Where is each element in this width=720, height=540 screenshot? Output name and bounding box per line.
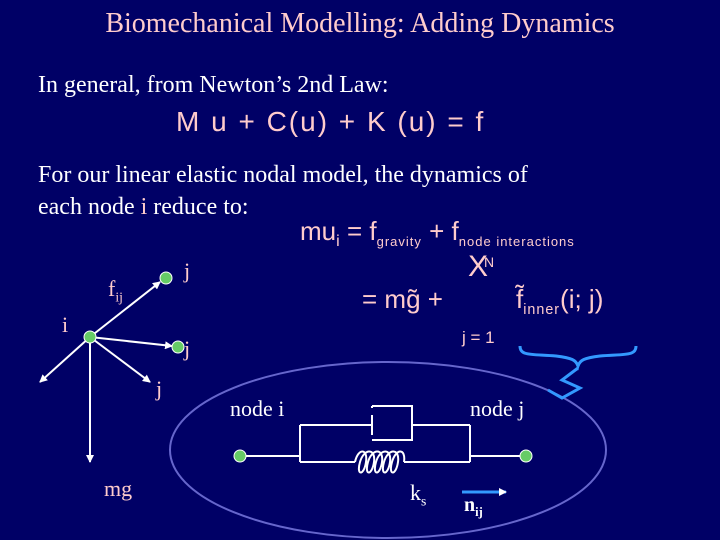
label-node-j-spring: node j — [470, 396, 525, 421]
label-fij-sub: ij — [115, 289, 123, 305]
force-arrow-down-right — [89, 336, 151, 383]
force-arrow-up — [89, 281, 161, 338]
body-line-2-b: reduce to: — [147, 194, 249, 220]
node-j-top-circle — [159, 271, 173, 285]
eq-sub-node-interactions: node interactions — [458, 234, 575, 250]
eq-f-tilde: f̃ — [516, 284, 524, 314]
label-nij-n: n — [464, 494, 476, 516]
spring-coil — [354, 450, 406, 474]
node-j-spring-circle — [519, 449, 533, 463]
intro-text: In general, from Newton’s 2nd Law: — [38, 72, 389, 98]
eq-f2: f — [451, 216, 459, 246]
dashpot-cylinder — [371, 405, 470, 441]
label-node-i: i — [62, 312, 69, 337]
eq-sub-inner: inner — [523, 302, 561, 319]
label-j-bottom: j — [156, 376, 163, 401]
eq-plus: + — [429, 216, 445, 246]
body-line-2-i: i — [140, 194, 148, 220]
label-j-mid: j — [184, 336, 191, 361]
label-fij-f: f — [108, 276, 116, 301]
node-i-spring-circle — [233, 449, 247, 463]
label-mg: mg — [104, 476, 133, 501]
dynamics-eq-line2-lhs: = mg̃ + — [362, 284, 443, 314]
label-ks-sub: s — [421, 493, 427, 509]
body-line-2: each node i reduce to: — [38, 194, 249, 221]
label-nij: nij — [464, 494, 483, 520]
sigma-lower-limit: j = 1 — [462, 328, 495, 347]
body-line-1: For our linear elastic nodal model, the … — [38, 162, 528, 188]
sigma-upper-limit: N — [484, 254, 495, 270]
eq-equals-f: = f — [346, 216, 377, 246]
newton-equation: M u + C(u) + K (u) = f — [176, 106, 486, 137]
node-i-circle — [83, 330, 97, 344]
force-arrow-right — [89, 336, 173, 350]
node-j-mid-circle — [171, 340, 185, 354]
dynamics-eq-line1: mui = fgravity + fnode interactions — [300, 216, 575, 251]
sigma-symbol: X — [468, 250, 489, 283]
label-ks: ks — [410, 480, 426, 509]
dynamics-eq-line2-rhs: f̃inner(i; j) — [516, 284, 603, 318]
eq-sub-gravity: gravity — [376, 234, 422, 250]
eq-args: (i; j) — [560, 284, 604, 314]
label-j-top: j — [184, 258, 191, 283]
eq-sub-i: i — [336, 232, 340, 251]
label-fij: fij — [108, 276, 123, 305]
force-arrow-down-left — [39, 336, 91, 383]
brace-pointer — [547, 366, 584, 400]
body-line-2-a: each node — [38, 194, 141, 220]
eq-mu: mu — [300, 216, 337, 246]
label-node-i-spring: node i — [230, 396, 285, 421]
label-ks-k: k — [410, 480, 421, 505]
brace — [518, 345, 638, 371]
spring-ellipse — [169, 361, 607, 539]
label-nij-sub: ij — [475, 505, 483, 519]
page-title: Biomechanical Modelling: Adding Dynamics — [105, 8, 615, 39]
